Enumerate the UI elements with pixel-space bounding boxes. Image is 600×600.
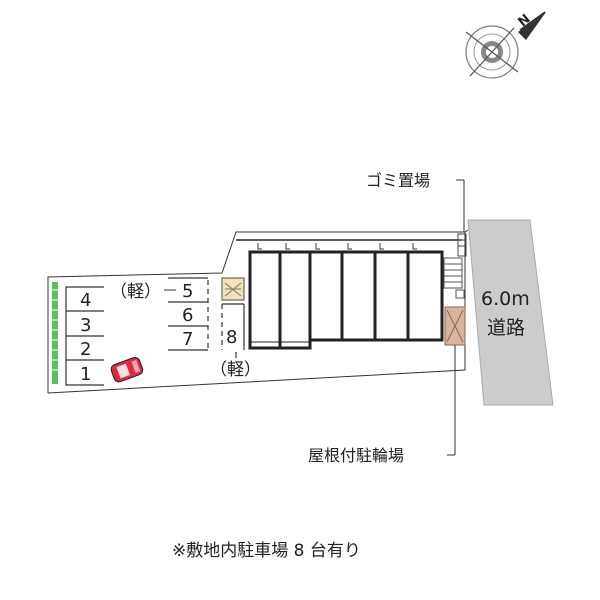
stall-6: 6 bbox=[182, 305, 193, 326]
parking-note: ※敷地内駐車場 8 台有り bbox=[172, 541, 361, 561]
stall-5: 5 bbox=[182, 281, 193, 302]
bike-parking-label: 屋根付駐輪場 bbox=[308, 446, 404, 465]
site-boundary bbox=[47, 231, 466, 394]
car-icon bbox=[110, 356, 144, 383]
stall-8: 8 bbox=[226, 327, 237, 348]
stall-8-box bbox=[221, 277, 245, 358]
road bbox=[467, 219, 554, 406]
hedge bbox=[52, 282, 58, 384]
left-parking bbox=[65, 286, 104, 386]
balcony-marks bbox=[257, 243, 417, 250]
building bbox=[236, 239, 462, 350]
mid-parking bbox=[168, 277, 209, 351]
stair bbox=[443, 257, 465, 299]
kei-label-bottom: （軽） bbox=[210, 360, 261, 380]
compass-rose-icon: N bbox=[465, 11, 546, 79]
road-width-label: 6.0m bbox=[481, 288, 530, 310]
road-label: 道路 bbox=[487, 317, 525, 339]
garbage-area bbox=[457, 233, 467, 257]
stall-3: 3 bbox=[80, 315, 91, 336]
stall-4: 4 bbox=[80, 290, 91, 311]
stall-1: 1 bbox=[80, 364, 91, 385]
kei-label-top: （軽） bbox=[110, 282, 161, 302]
stall-7: 7 bbox=[182, 329, 193, 350]
stall-2: 2 bbox=[80, 339, 91, 360]
garbage-label: ゴミ置場 bbox=[366, 171, 430, 190]
